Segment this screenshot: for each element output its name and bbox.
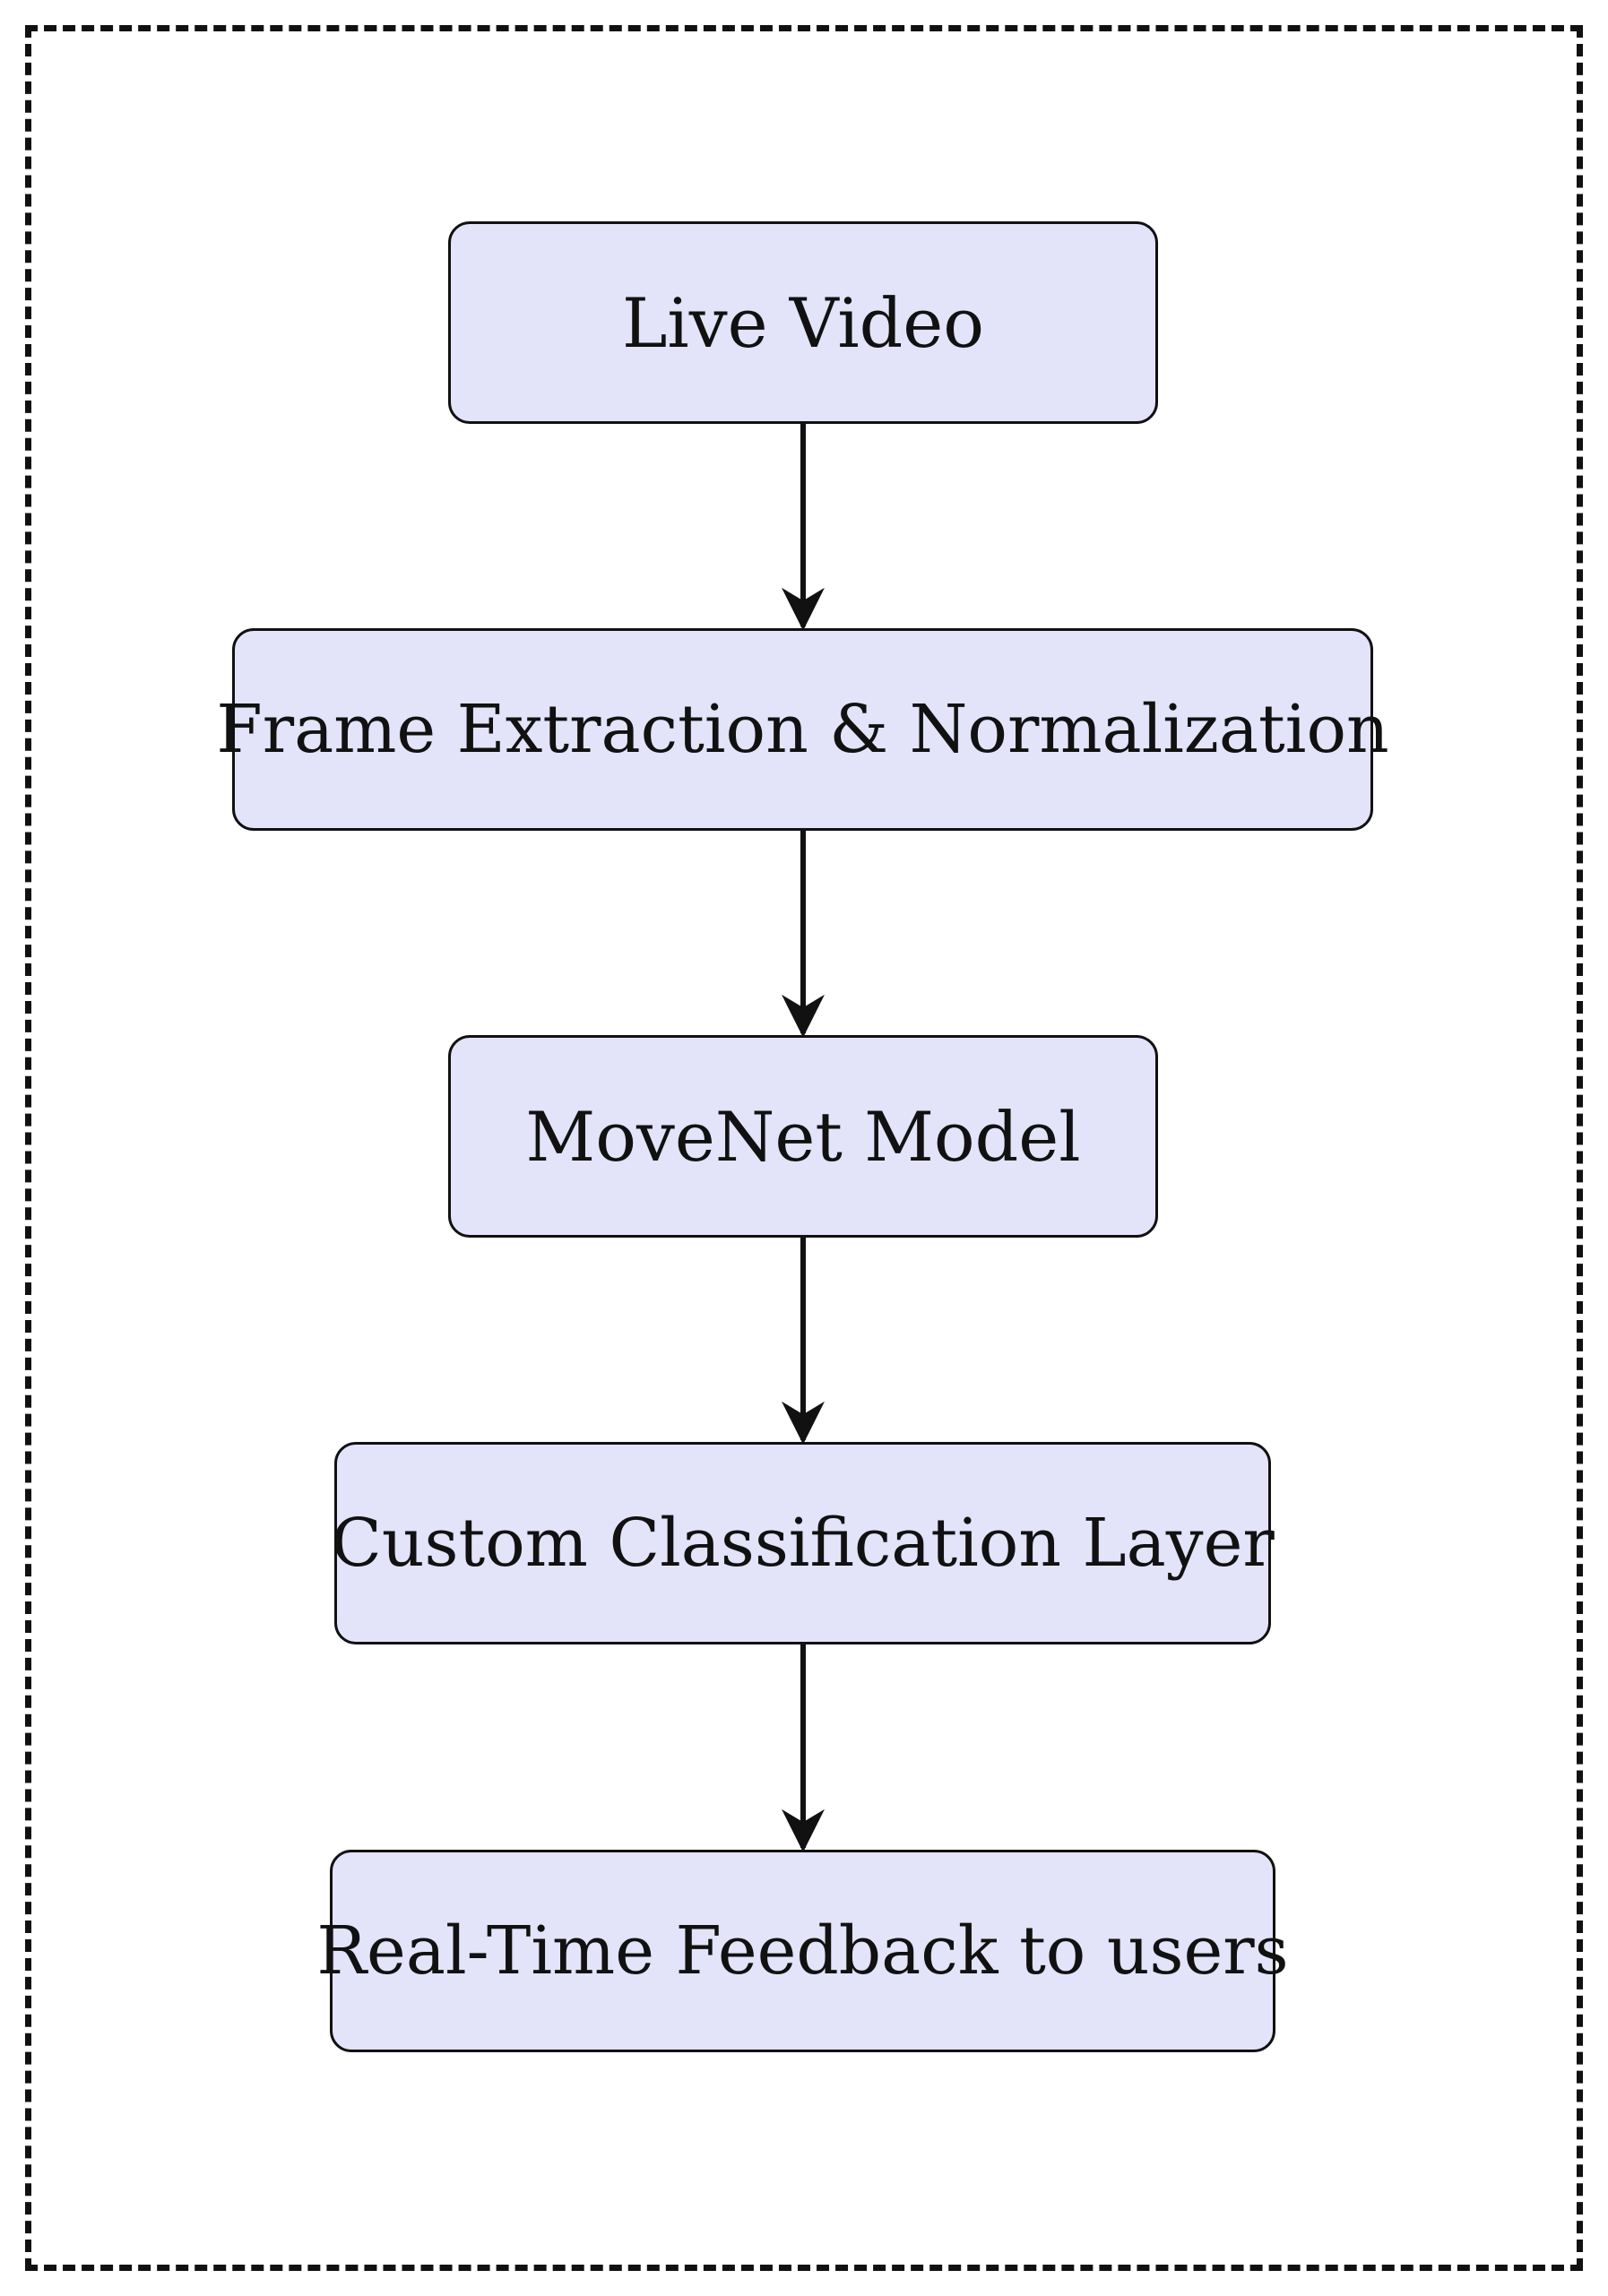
node-label: MoveNet Model [525, 1096, 1081, 1177]
node-live-video: Live Video [448, 221, 1158, 424]
node-label: Live Video [621, 282, 985, 363]
node-movenet-model: MoveNet Model [448, 1035, 1158, 1238]
node-frame-extraction: Frame Extraction & Normalization [216, 628, 1389, 831]
node-label: Frame Extraction & Normalization [216, 691, 1389, 768]
node-label: Custom Classification Layer [331, 1505, 1275, 1582]
node-label: Real-Time Feedback to users [316, 1912, 1289, 1990]
dashed-frame [25, 25, 1583, 2271]
node-custom-classification: Custom Classification Layer [331, 1442, 1275, 1644]
node-realtime-feedback: Real-Time Feedback to users [316, 1850, 1289, 2052]
